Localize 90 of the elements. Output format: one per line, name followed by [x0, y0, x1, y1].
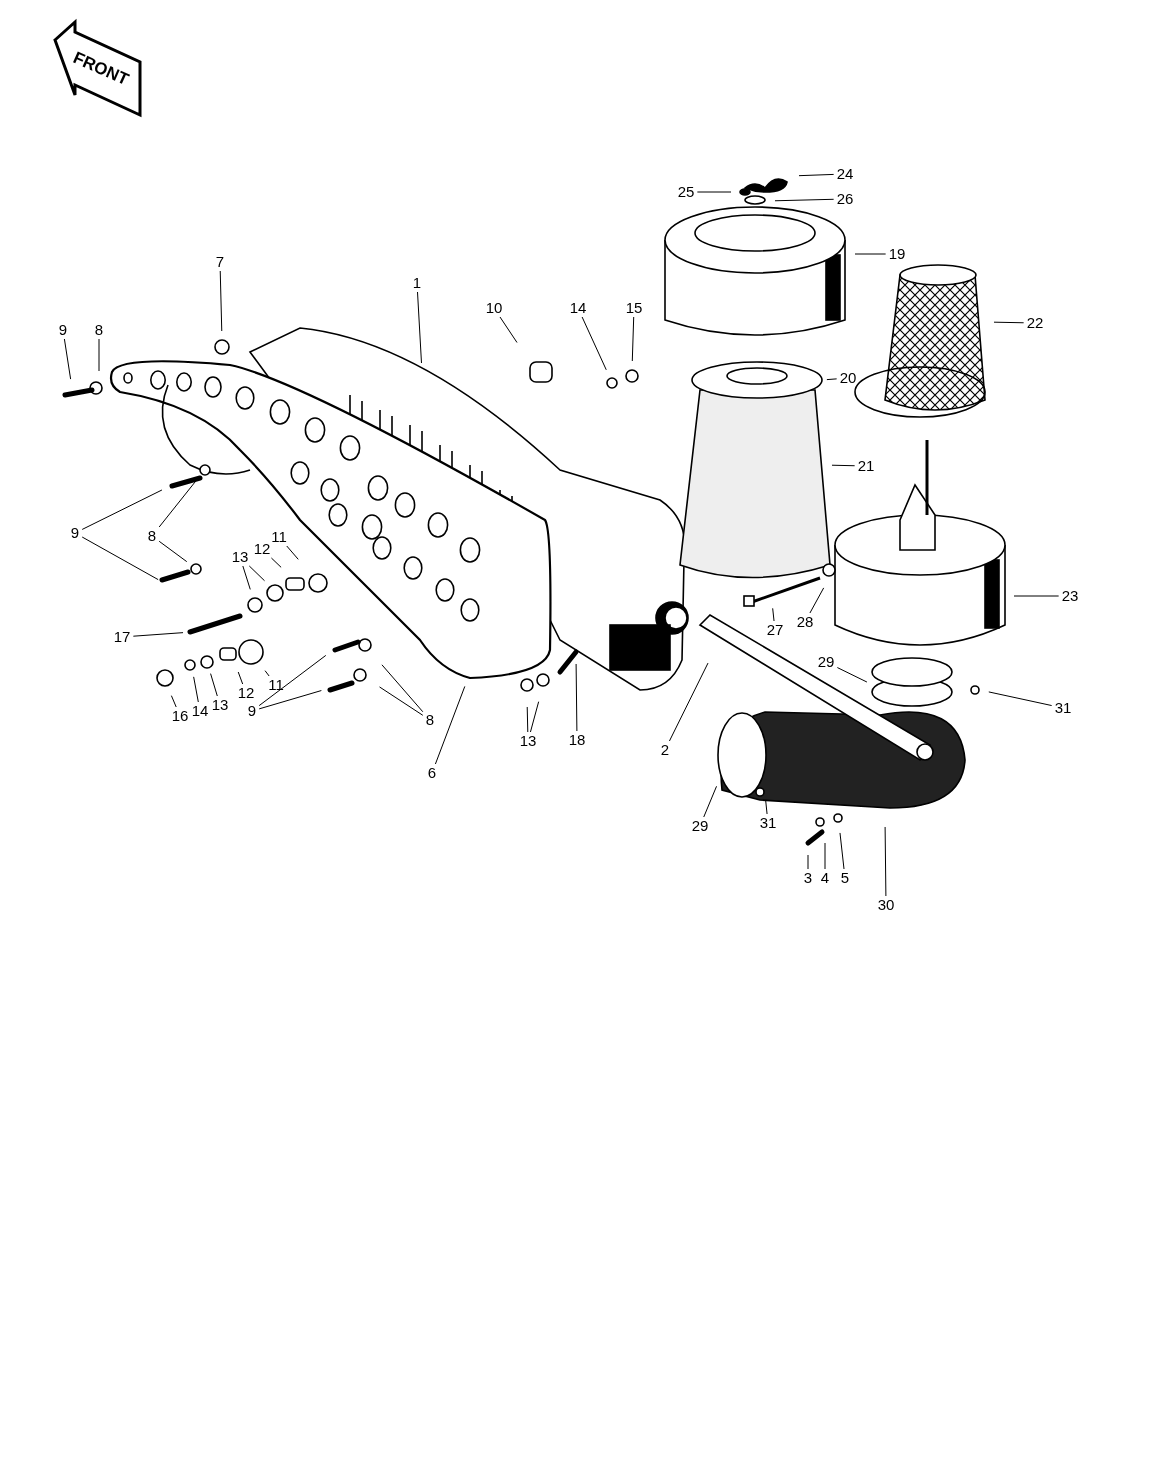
callout-number: 28 [795, 614, 815, 630]
callout-number: 13 [518, 733, 538, 749]
leader-line [884, 826, 887, 897]
callout-number: 18 [567, 732, 587, 748]
callout-number: 14 [568, 300, 588, 316]
callout-number: 27 [765, 622, 785, 638]
leader-line [993, 321, 1025, 324]
callout-number: 3 [802, 870, 814, 886]
leader-line [81, 536, 159, 581]
leader-line [824, 842, 826, 870]
callout-number: 15 [624, 300, 644, 316]
leader-line [193, 676, 199, 703]
callout-number: 31 [758, 815, 778, 831]
leader-line [1013, 595, 1060, 597]
callout-number: 5 [839, 870, 851, 886]
leader-line [210, 673, 218, 697]
callout-number: 29 [690, 818, 710, 834]
leader-line [237, 671, 244, 685]
leader-line [98, 338, 100, 372]
callout-number: 13 [230, 549, 250, 565]
leader-line [668, 662, 709, 742]
callout-number: 13 [210, 697, 230, 713]
leader-line [807, 854, 809, 870]
callout-number: 25 [676, 184, 696, 200]
callout-number: 16 [170, 708, 190, 724]
leader-line [258, 654, 327, 707]
leader-line [434, 685, 466, 765]
leader-line [765, 800, 768, 815]
callout-number: 9 [57, 322, 69, 338]
leader-line [831, 464, 856, 467]
leader-line [772, 607, 775, 622]
leader-line [248, 565, 266, 582]
leader-line [854, 253, 887, 255]
leader-line [286, 545, 299, 560]
callout-number: 9 [246, 703, 258, 719]
leader-line [379, 686, 424, 716]
callout-number: 8 [424, 712, 436, 728]
leader-line [526, 706, 529, 733]
callout-number: 10 [484, 300, 504, 316]
leader-line [581, 316, 607, 371]
leader-line [499, 316, 518, 343]
leader-line [63, 338, 72, 380]
callout-number: 31 [1053, 700, 1073, 716]
callout-number: 30 [876, 897, 896, 913]
callout-number: 12 [236, 685, 256, 701]
leader-line [264, 670, 270, 677]
callout-number: 7 [214, 254, 226, 270]
leader-line [242, 565, 251, 590]
leader-line [381, 664, 424, 713]
callout-number: 9 [69, 525, 81, 541]
callout-number: 6 [426, 765, 438, 781]
leader-line [219, 270, 223, 332]
callout-number: 29 [816, 654, 836, 670]
leader-line [575, 663, 578, 732]
callout-number: 2 [659, 742, 671, 758]
callout-number: 22 [1025, 315, 1045, 331]
leader-line [270, 557, 282, 568]
leader-line [170, 695, 177, 708]
leader-line [809, 587, 825, 614]
leader-line [631, 316, 635, 362]
callout-number: 20 [838, 370, 858, 386]
callout-number: 21 [856, 458, 876, 474]
callout-number: 8 [93, 322, 105, 338]
leader-line [988, 691, 1053, 707]
callout-number: 8 [146, 528, 158, 544]
leader-line [836, 667, 868, 683]
leader-line [774, 198, 835, 202]
leader-line [258, 690, 322, 710]
leader-line [839, 832, 845, 870]
callout-number: 24 [835, 166, 855, 182]
leader-line [529, 701, 540, 733]
leader-line [158, 540, 188, 563]
callout-number: 14 [190, 703, 210, 719]
callout-number: 11 [270, 529, 288, 545]
callout-number: 4 [819, 870, 831, 886]
leader-line [81, 489, 163, 530]
callout-number: 11 [267, 677, 285, 693]
callout-number: 23 [1060, 588, 1080, 604]
leader-line [132, 632, 184, 637]
callout-number: 17 [112, 629, 132, 645]
leader-line [703, 785, 718, 818]
leader-line [826, 378, 838, 381]
leader-line [417, 291, 422, 364]
callout-number: 1 [411, 275, 423, 291]
leader-line [798, 173, 835, 177]
callout-number: 12 [252, 541, 272, 557]
leader-line [696, 191, 732, 193]
callout-number: 19 [887, 246, 907, 262]
callout-number: 26 [835, 191, 855, 207]
leader-line [158, 478, 198, 528]
